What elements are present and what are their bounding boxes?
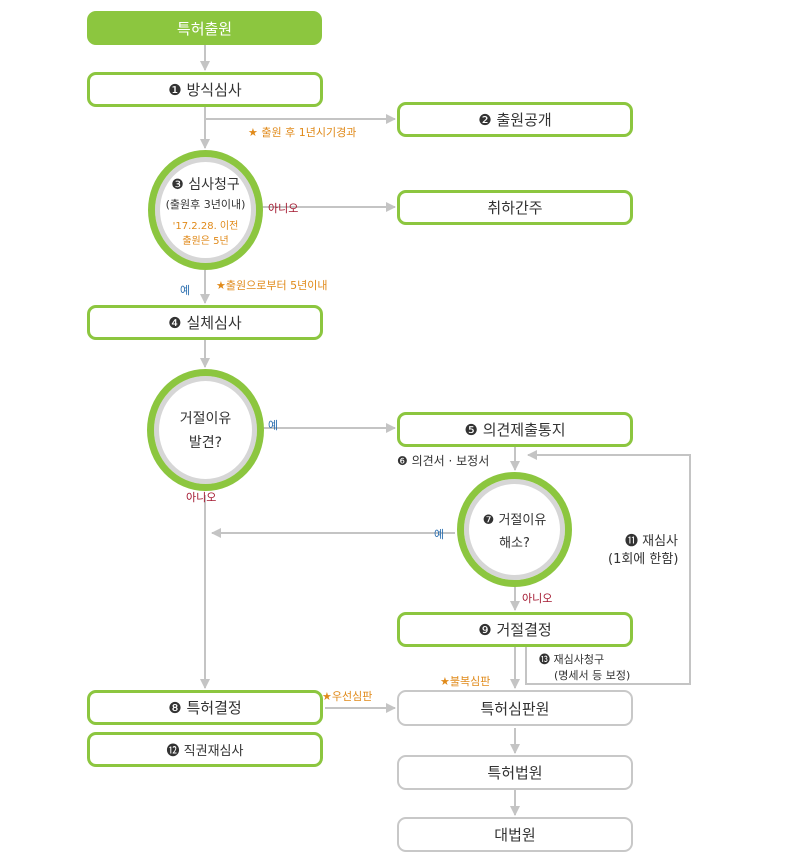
label-yes-rejection: 예	[268, 417, 278, 433]
exam-request-sub: (출원후 3년이내)	[166, 196, 246, 212]
label-request-period: ★출원으로부터 5년이내	[216, 277, 327, 293]
node-rejection-found: 거절이유 발견?	[147, 369, 264, 491]
node-formal-examination: ❶ 방식심사	[87, 72, 323, 107]
label-publication-note: ★ 출원 후 1년시기경과	[248, 124, 356, 140]
node-rejection-resolved: ❼ 거절이유 해소?	[457, 472, 572, 587]
node-patent-tribunal: 특허심판원	[397, 690, 633, 726]
rejection-found-line1: 거절이유	[180, 408, 232, 428]
node-examination-request: ❸ 심사청구 (출원후 3년이내) '17.2.28. 이전 출원은 5년	[148, 150, 263, 270]
rejection-resolved-line1: ❼ 거절이유	[483, 509, 547, 528]
exam-request-title: ❸ 심사청구	[171, 174, 240, 194]
rejection-found-line2: 발견?	[189, 432, 222, 452]
label-no-resolved: 아니오	[522, 590, 552, 606]
node-deemed-withdrawn: 취하간주	[397, 190, 633, 225]
node-patent-filing: 특허출원	[87, 11, 322, 45]
label-reexam: ⓫ 재심사	[625, 530, 678, 549]
node-patent-court: 특허법원	[397, 755, 633, 790]
label-yes-resolved: 예	[434, 526, 444, 542]
node-supreme-court: 대법원	[397, 817, 633, 852]
label-reexam-amendment: (명세서 등 보정)	[554, 667, 630, 683]
label-reexam-once: (1회에 한함)	[608, 548, 678, 567]
label-priority-trial: ★우선심판	[322, 688, 372, 704]
label-no-request: 아니오	[268, 200, 298, 216]
label-yes-request: 예	[180, 282, 190, 298]
exam-request-note1: '17.2.28. 이전	[173, 217, 239, 232]
label-no-rejection: 아니오	[186, 489, 216, 505]
label-appeal-trial: ★불복심판	[440, 673, 490, 689]
exam-request-note2: 출원은 5년	[182, 232, 228, 247]
rejection-resolved-line2: 해소?	[499, 532, 530, 551]
node-rejection-decision: ❾ 거절결정	[397, 612, 633, 647]
label-reexam-request: ⓭ 재심사청구	[539, 651, 604, 667]
label-opinion-amendment: ❻ 의견서 · 보정서	[397, 452, 489, 469]
node-opinion-notice: ❺ 의견제출통지	[397, 412, 633, 447]
node-substantive-examination: ❹ 실체심사	[87, 305, 323, 340]
node-patent-decision: ❽ 특허결정	[87, 690, 323, 725]
node-publication: ❷ 출원공개	[397, 102, 633, 137]
node-ex-officio-reexamination: ⓬ 직권재심사	[87, 732, 323, 767]
